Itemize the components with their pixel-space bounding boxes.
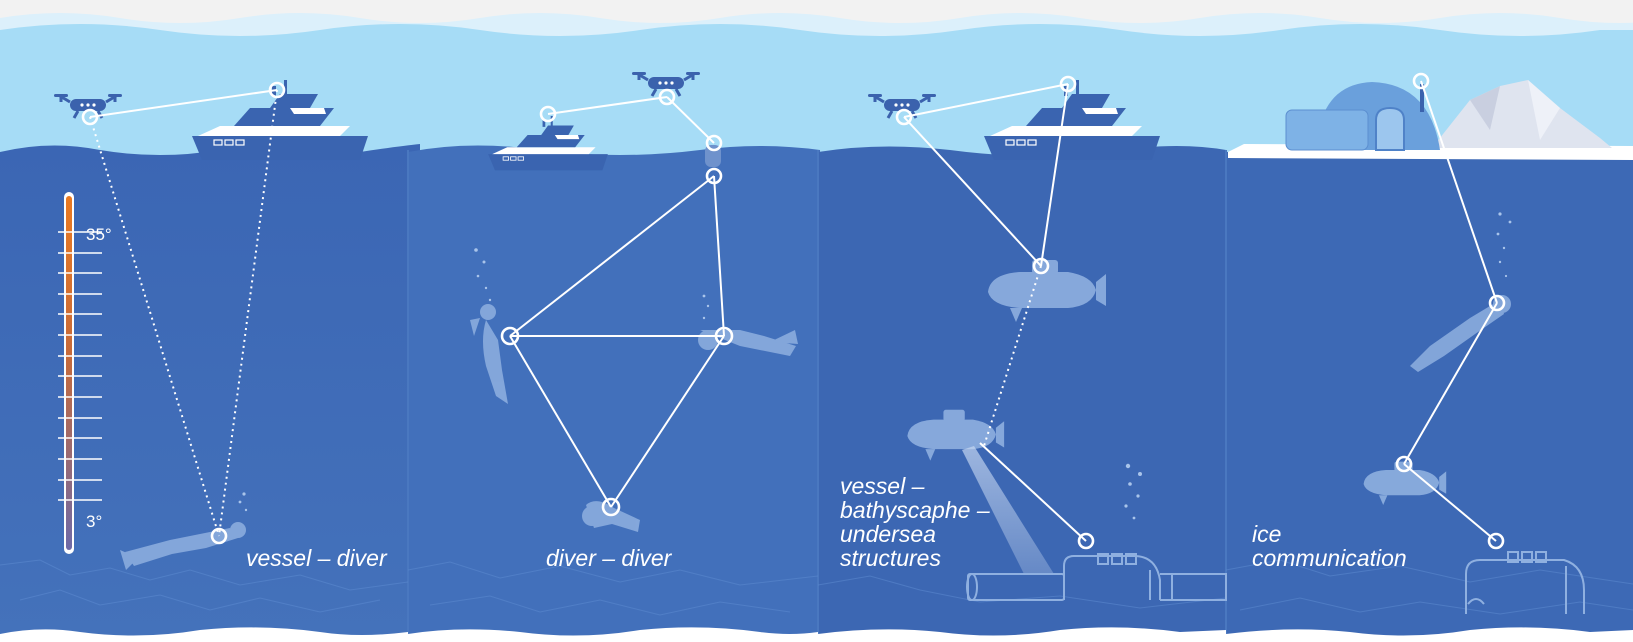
caption-line-2: bathyscaphe – [840,497,990,523]
thermometer-low-label: 3° [86,512,102,531]
habitat-icon [1465,551,1585,614]
node-diver [1488,294,1506,312]
diver-icon [120,522,246,570]
caption-line-4: structures [840,545,941,571]
panel-ice: ice communication [1228,72,1633,614]
node-yacht [539,105,557,123]
thermometer-high-label: 35° [86,225,112,244]
diver-icon [1410,295,1511,372]
panel-vessel-diver: 35° 3° vessel – diver [52,79,388,571]
node-yacht [268,81,286,99]
caption-line-2: communication [1252,545,1407,571]
node-antenna [1412,72,1430,90]
node-drone [658,88,676,106]
caption-vessel-diver: vessel – diver [246,545,388,571]
node-submarine [1395,455,1413,473]
node-diver-left [500,326,520,346]
iceberg-icon [1432,80,1612,148]
node-diver [210,527,228,545]
node-habitat [1077,532,1095,550]
node-buoy-bottom [705,167,723,185]
thermometer: 35° 3° [58,192,112,554]
node-habitat [1487,532,1505,550]
antenna-icon [1420,84,1424,112]
habitat-icon [1063,553,1172,601]
node-drone [895,108,913,126]
node-diver-right [714,326,734,346]
diver-icon [582,501,640,532]
caption-line-3: undersea [840,521,936,547]
igloo-icon [1285,82,1440,151]
node-diver-bottom [601,497,621,517]
node-drone [81,108,99,126]
light-beam [962,446,1054,574]
node-buoy-top [705,134,723,152]
node-yacht [1059,75,1077,93]
node-submarine [1032,257,1050,275]
caption-line-1: ice [1252,521,1281,547]
panel-diver-diver: diver – diver [470,70,798,571]
panel-vessel-bathyscaphe: vessel – bathyscaphe – undersea structur… [840,75,1227,601]
caption-line-1: vessel – [840,473,925,499]
caption-diver-diver: diver – diver [546,545,673,571]
diver-icon [470,304,508,404]
